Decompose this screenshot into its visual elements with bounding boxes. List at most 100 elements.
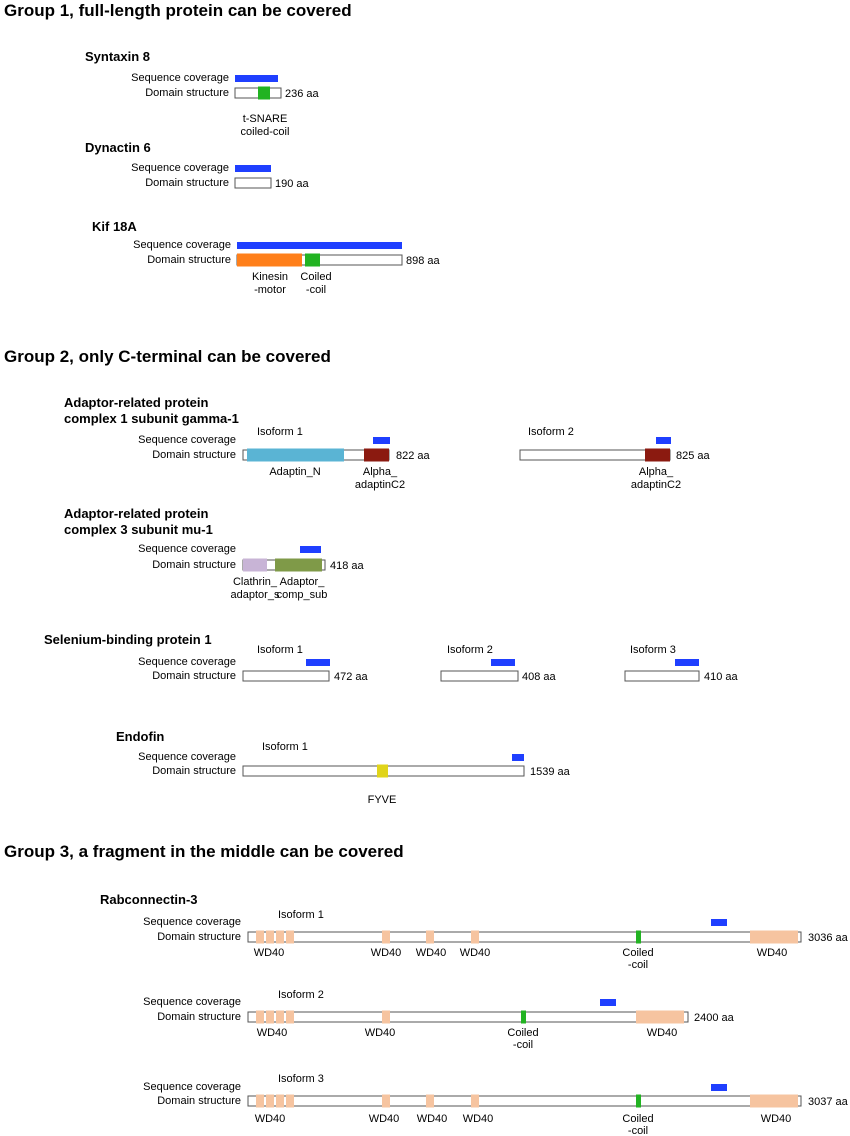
- group-title: Group 2, only C-terminal can be covered: [4, 347, 331, 366]
- domain-label: adaptor_s: [231, 589, 280, 601]
- domain-wd40: [382, 1010, 390, 1024]
- domain-wd40: [660, 1010, 668, 1024]
- domain-label: WD40: [761, 1113, 792, 1125]
- domain-label: WD40: [416, 947, 447, 959]
- domain-wd40: [276, 1010, 284, 1024]
- domain-wd40: [471, 930, 479, 944]
- domain-wd40: [782, 930, 790, 944]
- group-title: Group 1, full-length protein can be cove…: [4, 1, 352, 20]
- protein-name: Dynactin 6: [85, 140, 151, 155]
- sequence-coverage-label: Sequence coverage: [143, 996, 241, 1008]
- domain-label: WD40: [647, 1027, 678, 1039]
- coverage-bar: [235, 165, 271, 172]
- coverage-bar: [300, 546, 321, 553]
- domain-wd40: [790, 930, 798, 944]
- domain-label: WD40: [369, 1113, 400, 1125]
- isoform-label: Isoform 2: [278, 989, 324, 1001]
- domain-fyve: [377, 764, 388, 778]
- domain-wd40: [286, 1094, 294, 1108]
- domain-label: WD40: [417, 1113, 448, 1125]
- coverage-bar: [711, 919, 727, 926]
- domain-structure-label: Domain structure: [152, 765, 236, 777]
- domain-structure-label: Domain structure: [145, 177, 229, 189]
- domain-label: WD40: [371, 947, 402, 959]
- domain-label: -coil: [513, 1039, 533, 1051]
- domain-structure-label: Domain structure: [152, 670, 236, 682]
- domain-label: WD40: [463, 1113, 494, 1125]
- domain-coiled: [521, 1010, 526, 1024]
- domain-wd40: [774, 930, 782, 944]
- length-label: 472 aa: [334, 671, 369, 683]
- length-label: 410 aa: [704, 671, 739, 683]
- domain-wd40: [286, 1010, 294, 1024]
- protein-name: Kif 18A: [92, 219, 137, 234]
- coverage-bar: [235, 75, 278, 82]
- domain-label: WD40: [460, 947, 491, 959]
- domain-label: adaptinC2: [631, 479, 681, 491]
- domain-wd40: [382, 1094, 390, 1108]
- domain-wd40: [286, 930, 294, 944]
- isoform-label: Isoform 3: [278, 1073, 324, 1085]
- domain-wd40: [276, 1094, 284, 1108]
- length-label: 418 aa: [330, 560, 365, 572]
- domain-label: Adaptin_N: [269, 466, 320, 478]
- protein-name: Endofin: [116, 729, 164, 744]
- coverage-bar: [512, 754, 524, 761]
- domain-adaptin_n: [247, 448, 344, 462]
- domain-label: Kinesin: [252, 271, 288, 283]
- domain-label: WD40: [254, 947, 285, 959]
- isoform-label: Isoform 1: [278, 909, 324, 921]
- domain-label: -coil: [628, 1125, 648, 1136]
- domain-wd40: [782, 1094, 790, 1108]
- coverage-bar: [656, 437, 671, 444]
- domain-wd40: [790, 1094, 798, 1108]
- domain-label: Coiled: [507, 1027, 538, 1039]
- domain-label: Coiled: [622, 947, 653, 959]
- domain-wd40: [652, 1010, 660, 1024]
- domain-label: -coil: [306, 284, 326, 296]
- length-label: 3037 aa: [808, 1096, 849, 1108]
- length-label: 898 aa: [406, 255, 441, 267]
- protein-name: Adaptor-related protein: [64, 506, 209, 521]
- domain-alpha_c2: [364, 448, 389, 462]
- coverage-bar: [675, 659, 699, 666]
- sequence-coverage-label: Sequence coverage: [138, 434, 236, 446]
- sequence-coverage-label: Sequence coverage: [131, 72, 229, 84]
- domain-wd40: [758, 1094, 766, 1108]
- domain-wd40: [750, 1094, 758, 1108]
- protein-backbone: [242, 670, 330, 682]
- protein-backbone: [624, 670, 700, 682]
- length-label: 2400 aa: [694, 1012, 735, 1024]
- domain-wd40: [644, 1010, 652, 1024]
- domain-label: Coiled: [300, 271, 331, 283]
- coverage-bar: [491, 659, 515, 666]
- domain-label: -coil: [628, 959, 648, 971]
- coverage-bar: [600, 999, 616, 1006]
- domain-wd40: [266, 1010, 274, 1024]
- domain-coiled: [636, 930, 641, 944]
- domain-kinesin: [237, 253, 302, 267]
- sequence-coverage-label: Sequence coverage: [131, 162, 229, 174]
- length-label: 408 aa: [522, 671, 557, 683]
- domain-structure-label: Domain structure: [157, 1011, 241, 1023]
- isoform-label: Isoform 2: [528, 426, 574, 438]
- coverage-bar: [306, 659, 330, 666]
- sequence-coverage-label: Sequence coverage: [138, 543, 236, 555]
- protein-backbone: [247, 931, 802, 943]
- coverage-bar: [373, 437, 390, 444]
- isoform-label: Isoform 1: [257, 426, 303, 438]
- domain-label: WD40: [365, 1027, 396, 1039]
- protein-backbone: [440, 670, 519, 682]
- domain-label: WD40: [757, 947, 788, 959]
- length-label: 1539 aa: [530, 766, 571, 778]
- domain-wd40: [750, 930, 758, 944]
- domain-wd40: [256, 1094, 264, 1108]
- length-label: 822 aa: [396, 450, 431, 462]
- domain-wd40: [256, 930, 264, 944]
- domain-label: comp_sub: [277, 589, 328, 601]
- domain-wd40: [766, 930, 774, 944]
- domain-wd40: [426, 930, 434, 944]
- domain-adaptor_comp: [275, 558, 322, 572]
- group-title: Group 3, a fragment in the middle can be…: [4, 842, 404, 861]
